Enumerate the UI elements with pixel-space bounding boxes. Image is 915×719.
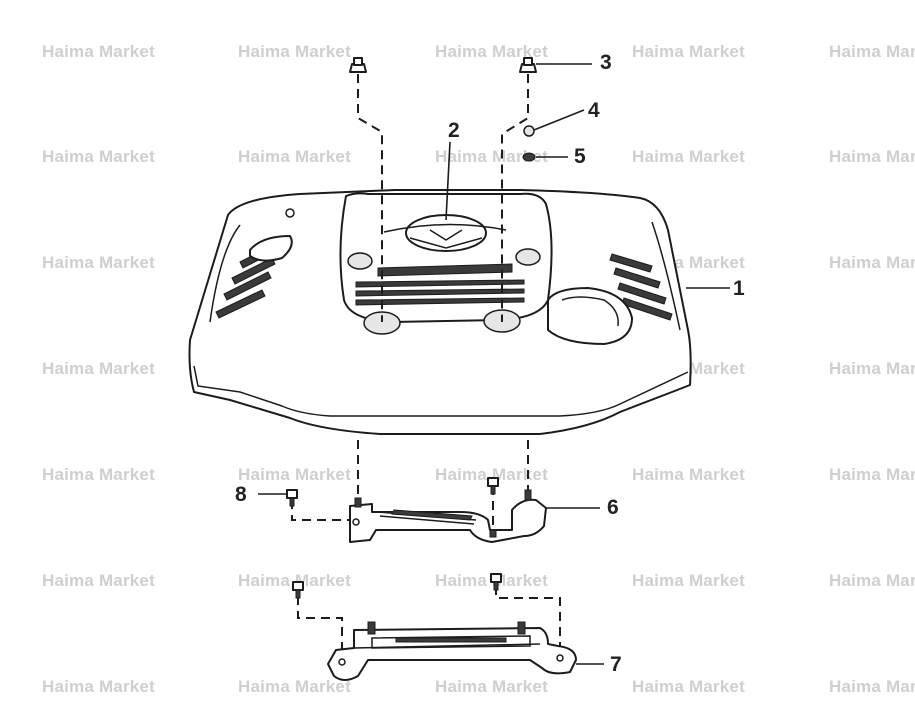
engine-cover bbox=[188, 189, 692, 435]
callout-4: 4 bbox=[588, 99, 600, 122]
top-bolts bbox=[349, 57, 537, 73]
callout-7: 7 bbox=[610, 653, 622, 676]
assembly-lines bbox=[291, 74, 561, 660]
callout-8: 8 bbox=[235, 483, 247, 506]
bracket-upper bbox=[349, 489, 547, 543]
callout-3: 3 bbox=[600, 51, 612, 74]
washer-grommet bbox=[522, 125, 536, 162]
bracket-lower bbox=[327, 621, 577, 681]
callout-2: 2 bbox=[448, 119, 460, 142]
callout-5: 5 bbox=[574, 145, 586, 168]
leader-lines bbox=[258, 63, 730, 665]
callout-1: 1 bbox=[733, 277, 745, 300]
side-bolts bbox=[286, 477, 502, 599]
callout-6: 6 bbox=[607, 496, 619, 519]
